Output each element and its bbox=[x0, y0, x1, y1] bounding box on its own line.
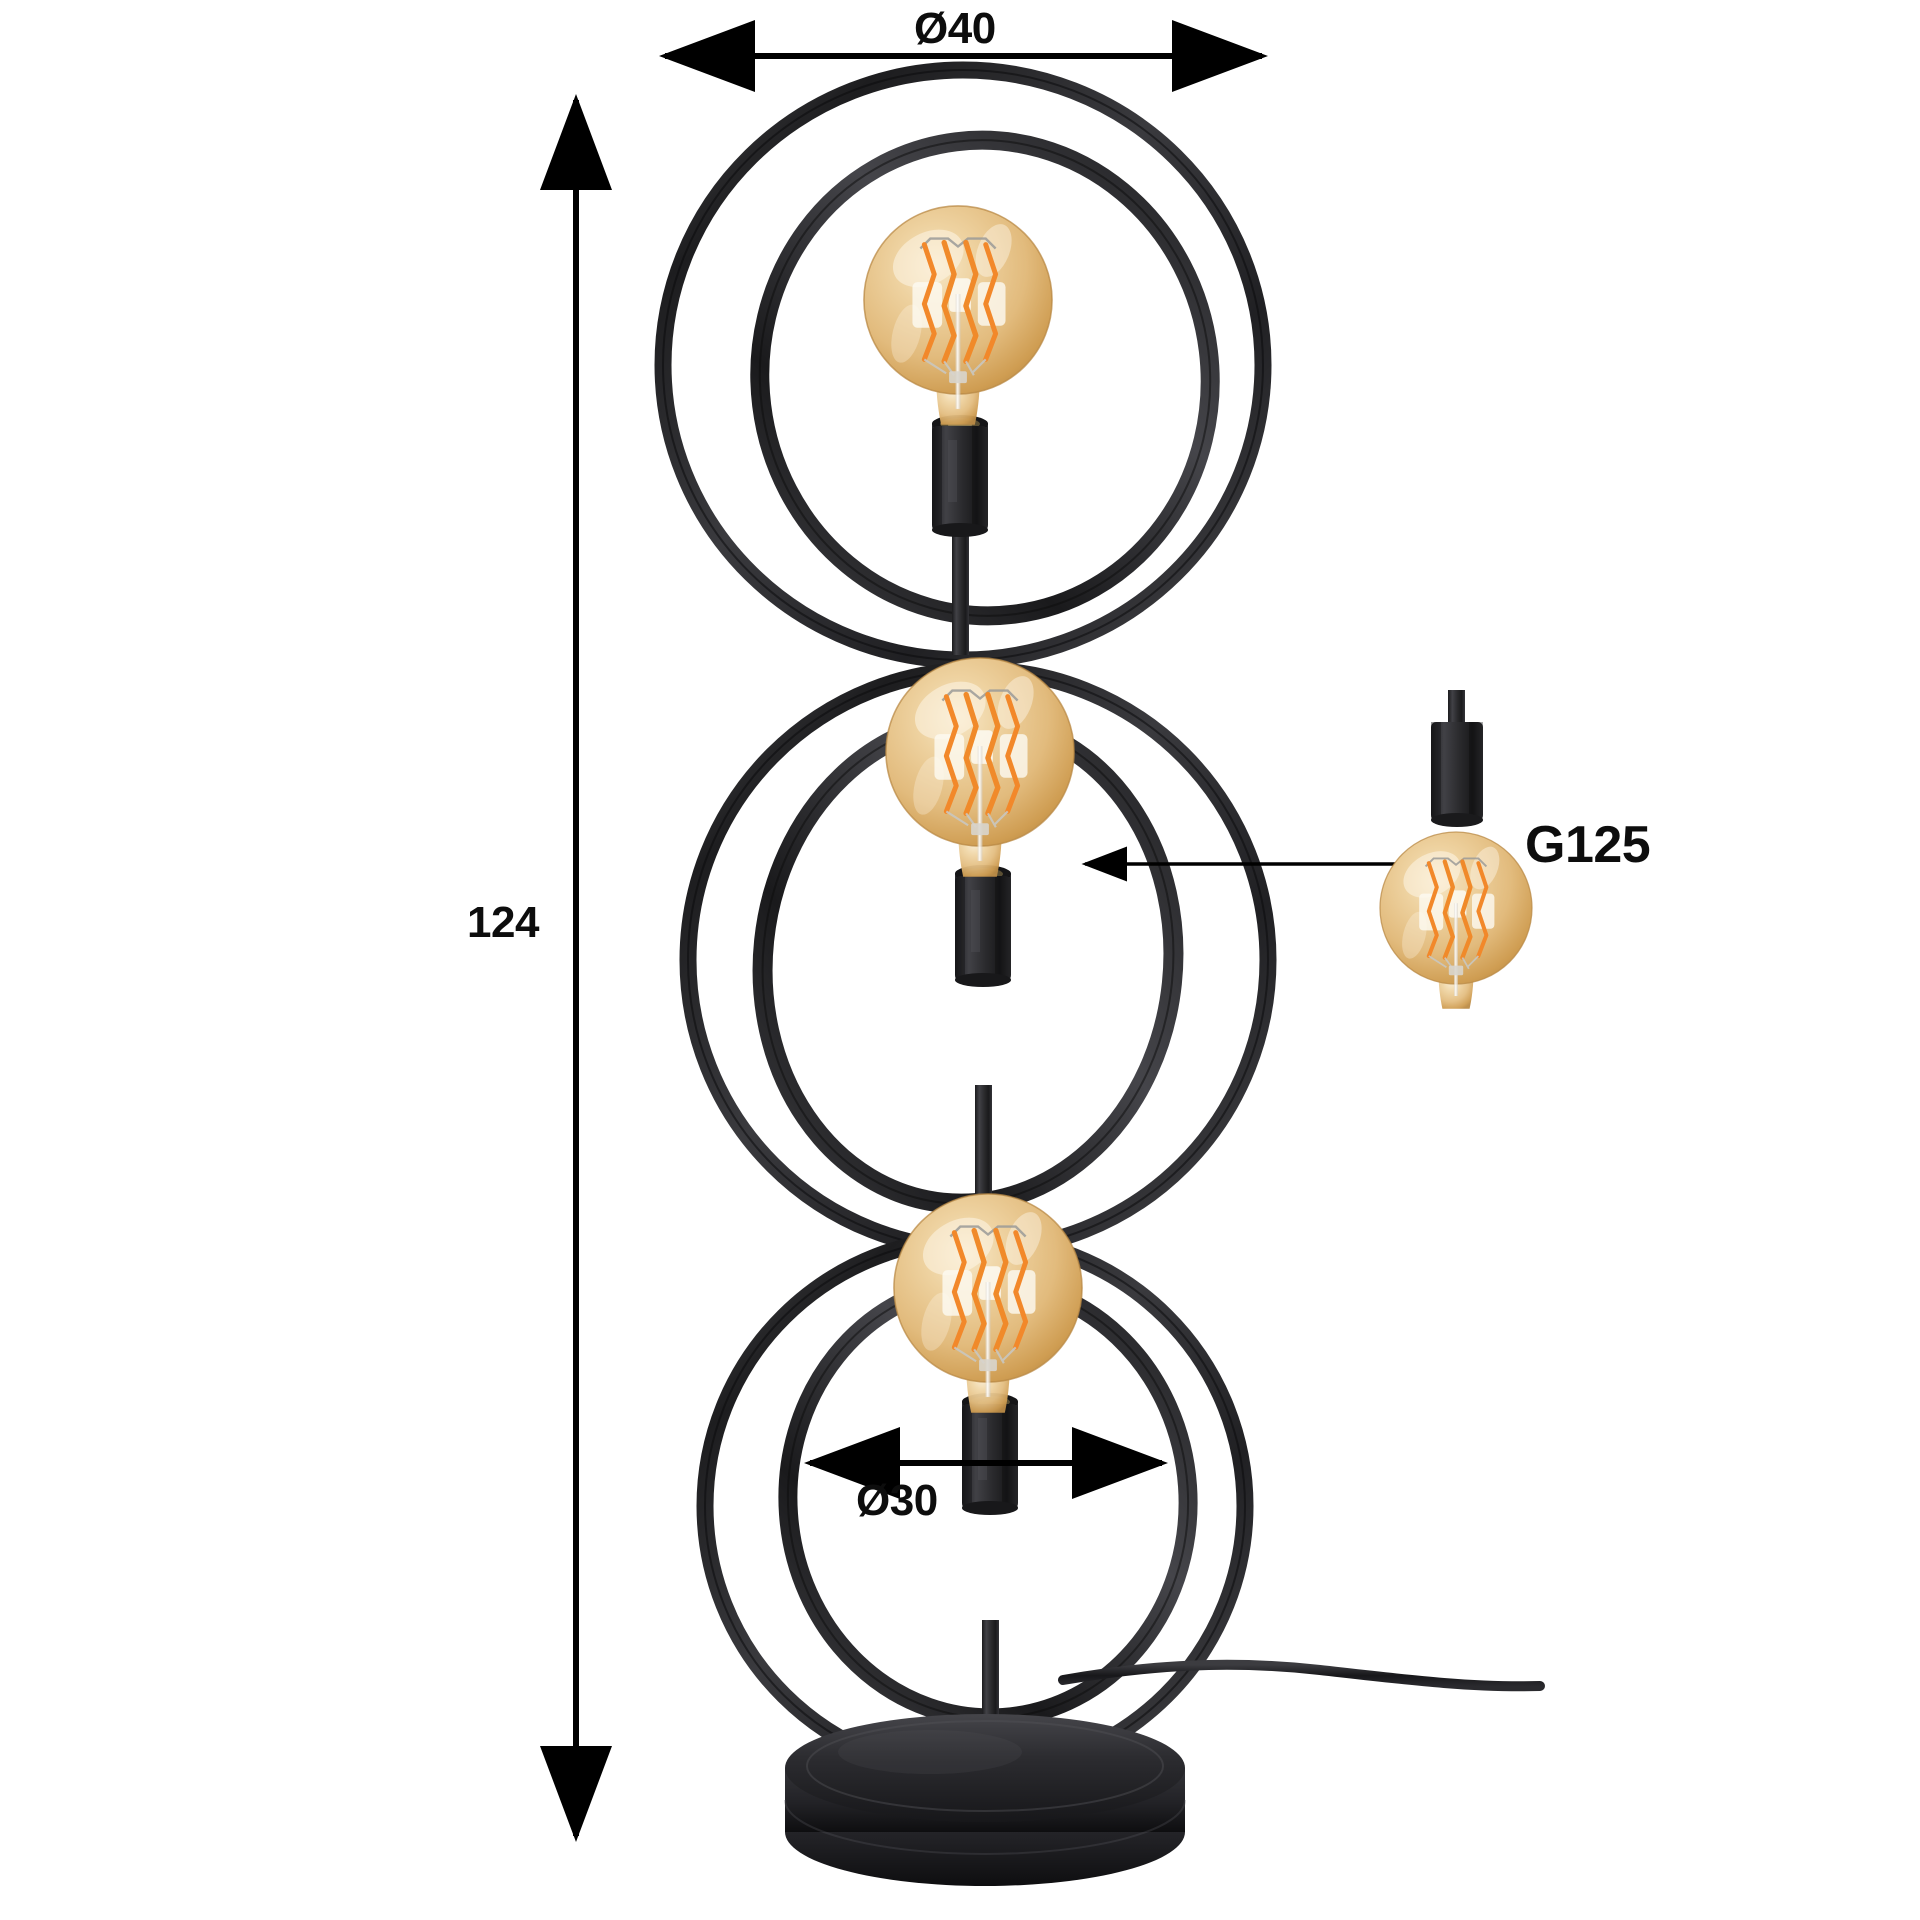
stem-top bbox=[952, 510, 969, 655]
reference-bulb-g125 bbox=[1380, 690, 1532, 1009]
dimension-label-outer-diameter: Ø40 bbox=[914, 4, 996, 53]
bulb-socket-middle bbox=[955, 865, 1011, 987]
dimension-label-total-height: 124 bbox=[467, 898, 539, 947]
ring-assembly-middle bbox=[679, 658, 1277, 1259]
bulb-socket-top bbox=[932, 415, 988, 537]
power-cord bbox=[1058, 1659, 1545, 1692]
callout-label-bulb-type: G125 bbox=[1525, 816, 1651, 874]
globe-bulb-top bbox=[864, 206, 1052, 425]
dimension-label-inner-diameter: Ø30 bbox=[856, 1476, 938, 1525]
ring-assembly-top bbox=[654, 61, 1272, 669]
lamp-base bbox=[784, 1714, 1186, 1886]
globe-bulb-bottom bbox=[894, 1194, 1082, 1413]
globe-bulb-middle bbox=[886, 658, 1074, 877]
ring-assembly-bottom bbox=[696, 1194, 1254, 1783]
